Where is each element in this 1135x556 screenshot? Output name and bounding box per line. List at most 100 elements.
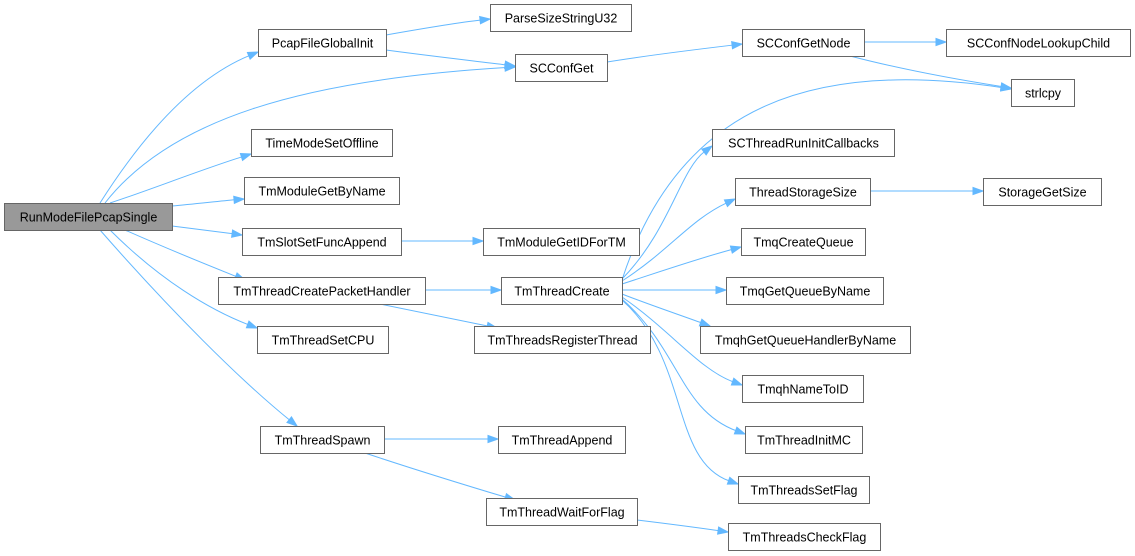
node-tmq-get-queue-by-name[interactable]: TmqGetQueueByName [726,277,884,305]
edge-run-mode-file-pcap-single-to-pcap-file-global-init [99,51,260,204]
node-box[interactable] [474,326,651,354]
node-sc-conf-node-lookup-child[interactable]: SCConfNodeLookupChild [946,29,1131,57]
node-storage-get-size[interactable]: StorageGetSize [983,178,1102,206]
node-box[interactable] [515,54,608,82]
node-box[interactable] [745,426,863,454]
edge-line [171,225,234,235]
node-box[interactable] [260,426,385,454]
node-tm-thread-wait-for-flag[interactable]: TmThreadWaitForFlag [486,498,638,526]
node-box[interactable] [483,228,640,256]
node-label: StorageGetSize [998,186,1086,200]
node-tm-thread-init-mc[interactable]: TmThreadInitMC [745,426,863,454]
node-label: PcapFileGlobalInit [272,37,374,51]
edge-tm-thread-create-packet-handler-to-tm-thread-create [425,285,503,295]
node-label: TmThreadAppend [512,434,613,448]
node-label: strlcpy [1025,87,1062,101]
node-box[interactable] [242,228,402,256]
node-tm-threads-check-flag[interactable]: TmThreadsCheckFlag [728,523,881,551]
node-label: TmModuleGetIDForTM [497,236,626,250]
edge-line [379,303,489,327]
node-tm-thread-set-cpu[interactable]: TmThreadSetCPU [257,326,389,354]
node-tm-threads-set-flag[interactable]: TmThreadsSetFlag [738,476,870,504]
node-box[interactable] [1011,79,1075,107]
node-thread-storage-size[interactable]: ThreadStorageSize [735,178,871,206]
node-tmqh-name-to-id[interactable]: TmqhNameToID [742,375,864,403]
node-label: TmThreadCreatePacketHandler [233,285,410,299]
edge-tm-thread-create-to-tm-threads-set-flag [621,299,740,485]
node-sc-thread-run-init-callbacks[interactable]: SCThreadRunInitCallbacks [712,129,895,157]
node-box[interactable] [738,476,870,504]
node-tm-thread-create[interactable]: TmThreadCreate [501,277,623,305]
node-time-mode-set-offline[interactable]: TimeModeSetOffline [251,129,393,157]
node-tm-module-get-id-for-tm[interactable]: TmModuleGetIDForTM [483,228,640,256]
node-box[interactable] [498,426,626,454]
node-label: TmThreadSetCPU [272,334,375,348]
edge-tm-thread-create-to-sc-thread-run-init-callbacks [621,145,714,280]
arrowhead-icon [729,245,743,254]
node-box[interactable] [251,129,393,157]
edge-tm-thread-create-to-tmqh-get-queue-handler-by-name [621,293,712,327]
node-box[interactable] [983,178,1102,206]
node-box[interactable] [501,277,623,305]
edge-tm-thread-spawn-to-tm-thread-wait-for-flag [364,452,517,502]
node-parse-size-string-u32[interactable]: ParseSizeStringU32 [490,4,632,32]
node-label: TmThreadsCheckFlag [743,531,867,545]
node-box[interactable] [726,277,884,305]
arrowhead-icon [723,198,737,208]
node-tm-thread-spawn[interactable]: TmThreadSpawn [260,426,385,454]
node-tmq-create-queue[interactable]: TmqCreateQueue [741,228,866,256]
node-tmqh-get-queue-handler-by-name[interactable]: TmqhGetQueueHandlerByName [700,326,911,354]
node-box[interactable] [728,523,881,551]
arrowhead-icon [472,236,485,246]
node-box[interactable] [946,29,1131,57]
node-sc-conf-get[interactable]: SCConfGet [515,54,608,82]
edge-line [109,156,243,204]
arrowhead-icon [479,15,492,25]
node-box[interactable] [712,129,895,157]
node-box[interactable] [257,326,389,354]
edge-run-mode-file-pcap-single-to-tm-module-get-by-name [171,195,246,207]
arrowhead-icon [716,526,730,535]
arrowhead-icon [730,377,744,386]
node-label: TmqGetQueueByName [740,285,871,299]
node-tm-thread-create-packet-handler[interactable]: TmThreadCreatePacketHandler [218,277,426,305]
edge-run-mode-file-pcap-single-to-time-mode-set-offline [109,153,253,204]
arrowhead-icon [239,153,253,162]
node-box[interactable] [258,29,387,57]
node-run-mode-file-pcap-single[interactable]: RunModeFilePcapSingle [4,203,173,231]
edge-tm-thread-create-to-strlcpy [621,79,1013,281]
node-box[interactable] [490,4,632,32]
node-tm-slot-set-func-append[interactable]: TmSlotSetFuncAppend [242,228,402,256]
edge-line [621,298,737,432]
call-graph-edges [99,15,1013,535]
node-tm-module-get-by-name[interactable]: TmModuleGetByName [244,177,400,205]
arrowhead-icon [726,476,740,485]
node-sc-conf-get-node[interactable]: SCConfGetNode [742,29,865,57]
node-pcap-file-global-init[interactable]: PcapFileGlobalInit [258,29,387,57]
node-label: TmqCreateQueue [753,236,853,250]
arrowhead-icon [731,40,744,50]
edge-line [621,296,734,383]
node-box[interactable] [218,277,426,305]
node-box[interactable] [742,375,864,403]
node-box[interactable] [4,203,173,231]
node-box[interactable] [735,178,871,206]
node-box[interactable] [742,29,865,57]
node-box[interactable] [486,498,638,526]
node-box[interactable] [244,177,400,205]
edge-tm-slot-set-func-append-to-tm-module-get-id-for-tm [401,236,485,246]
arrowhead-icon [999,83,1013,92]
node-strlcpy[interactable]: strlcpy [1011,79,1075,107]
edge-line [109,229,249,326]
arrowhead-icon [701,145,714,156]
node-box[interactable] [741,228,866,256]
node-tm-threads-register-thread[interactable]: TmThreadsRegisterThread [474,326,651,354]
arrowhead-icon [246,51,260,60]
edge-line [385,49,507,66]
node-tm-thread-append[interactable]: TmThreadAppend [498,426,626,454]
edge-run-mode-file-pcap-single-to-tm-thread-set-cpu [109,229,259,329]
node-box[interactable] [700,326,911,354]
edge-run-mode-file-pcap-single-to-tm-thread-create-packet-handler [124,229,247,281]
call-graph-nodes: RunModeFilePcapSingle PcapFileGlobalInit P… [4,4,1131,551]
